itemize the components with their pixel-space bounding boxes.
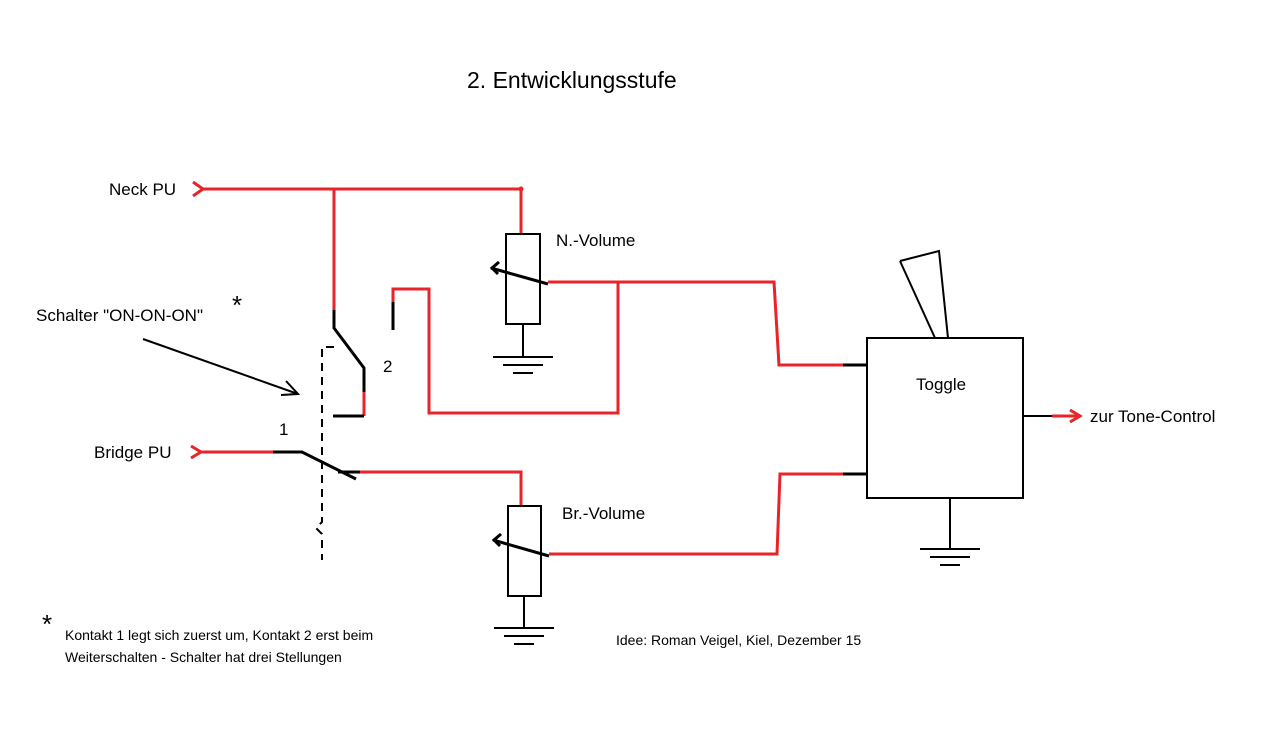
footnote-line-2: Weiterschalten - Schalter hat drei Stell… [65, 649, 342, 665]
n-volume-wiper-arrow [489, 260, 500, 276]
n-volume-wiper [490, 266, 549, 286]
br-volume-ground-symbol [494, 596, 554, 645]
br-volume-label: Br.-Volume [562, 504, 645, 523]
br-volume-wiper-arrow [491, 532, 502, 548]
neck-pu-input-arrow [192, 180, 206, 198]
br-volume-to-toggle-wire [549, 472, 843, 556]
contact-2-return-wire [391, 282, 620, 415]
neck-wire-junction [518, 186, 524, 192]
neck-pu-wire [203, 187, 523, 234]
bridge-pu-label: Bridge PU [94, 443, 171, 462]
toggle-lever [899, 249, 949, 339]
tone-control-label: zur Tone-Control [1090, 407, 1215, 426]
neck-pu-label: Neck PU [109, 180, 176, 199]
switch-callout-line [142, 338, 299, 395]
switch-actuator-dashed-line [314, 346, 334, 560]
switch-footnote-star: * [232, 290, 242, 320]
toggle-switch-box [866, 337, 1024, 499]
br-volume-wiper [492, 538, 550, 558]
tone-control-arrow [1069, 408, 1083, 424]
switch-callout-arrowhead [280, 380, 301, 396]
n-volume-to-toggle-wire [548, 280, 843, 367]
n-volume-ground-symbol [493, 324, 553, 374]
contact-1-to-br-volume-wire [360, 470, 523, 506]
switch-label: Schalter "ON-ON-ON" [36, 306, 203, 325]
toggle-lever-edge [899, 260, 936, 339]
contact-2-label: 2 [383, 357, 392, 376]
toggle-ground-symbol [920, 498, 980, 566]
contact-1-label: 1 [279, 420, 288, 439]
footnote-star: * [42, 609, 52, 639]
contact-2-switch-blade [332, 310, 366, 392]
contact-1-switch-blade [273, 450, 357, 481]
bridge-pu-input-arrow [190, 444, 204, 460]
credit-text: Idee: Roman Veigel, Kiel, Dezember 15 [616, 632, 861, 648]
n-volume-label: N.-Volume [556, 231, 635, 250]
diagram-title: 2. Entwicklungsstufe [467, 67, 677, 93]
toggle-label: Toggle [916, 375, 966, 394]
footnote-line-1: Kontakt 1 legt sich zuerst um, Kontakt 2… [65, 627, 373, 643]
